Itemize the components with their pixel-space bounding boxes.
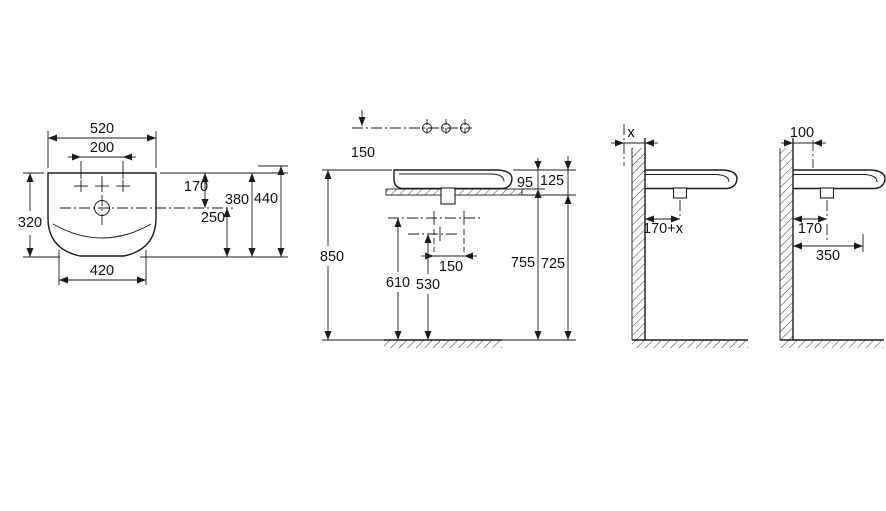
dim-rim-to-counter-top: 95 — [517, 158, 542, 191]
dim-front-centre-to-base: 250 — [201, 208, 231, 257]
dim-label: 200 — [90, 140, 114, 156]
dim-label: 530 — [416, 277, 440, 293]
wall-section-variable: x 170+x — [611, 124, 748, 348]
dim-label: 95 — [517, 175, 533, 191]
dim-label: 850 — [320, 249, 344, 265]
dim-front-mid-height: 380 — [225, 173, 256, 257]
dim-label: 725 — [541, 256, 565, 272]
floor-section — [632, 339, 748, 348]
dim-supply-spacing: 150 — [421, 229, 477, 275]
dim-front-rim-to-centre: 170 — [184, 173, 209, 208]
supply-axis — [388, 211, 480, 225]
dim-label: 380 — [225, 192, 249, 208]
basin-side-profile — [393, 169, 513, 205]
dim-wall-offset: x — [611, 125, 658, 147]
dim-counter-bottom-height: 725 — [541, 195, 572, 340]
tap-axis: 150 — [351, 110, 472, 161]
dim-rim-height: 850 — [320, 169, 392, 340]
dim-label: 520 — [90, 121, 114, 137]
wall-hatch — [779, 138, 794, 340]
wall-section-standard: 100 170 350 — [779, 125, 886, 348]
dim-label: 755 — [511, 255, 535, 271]
basin-profile — [793, 169, 886, 243]
dim-label: 440 — [254, 191, 278, 207]
dim-front-side-height: 320 — [18, 172, 60, 258]
front-view: 520 200 320 420 — [18, 121, 288, 285]
dim-front-tap-spacing: 200 — [68, 140, 136, 179]
floor-section — [780, 339, 884, 348]
dim-label: 125 — [540, 173, 564, 189]
dim-label: 420 — [90, 263, 114, 279]
waste-axis — [408, 227, 458, 241]
dim-waste-to-wall: 170 — [793, 215, 827, 237]
dim-label: 610 — [386, 275, 410, 291]
basin-profile — [645, 169, 738, 216]
floor-section — [322, 339, 576, 348]
dim-rim-to-counter-bottom: 125 — [540, 156, 572, 195]
dim-tap-to-wall: 100 — [781, 125, 826, 147]
dim-label: 250 — [201, 210, 225, 226]
dim-label: 170 — [798, 221, 822, 237]
dim-label: 170 — [184, 179, 208, 195]
waste-fitting — [819, 187, 835, 199]
waste-fitting — [672, 187, 688, 199]
dim-label: x — [627, 125, 635, 141]
dim-depth-to-wall: 350 — [793, 234, 864, 264]
dim-label: 150 — [439, 259, 463, 275]
waste-fitting — [440, 187, 456, 205]
dim-counter-top-height: 755 — [511, 189, 542, 340]
dim-supply-height: 610 — [386, 218, 410, 340]
dim-label: 100 — [790, 125, 814, 141]
dim-front-overall-height: 440 — [254, 166, 285, 257]
dim-waste-height: 530 — [416, 234, 440, 340]
dim-waste-to-wall: 170+x — [643, 215, 684, 237]
dim-label: 170+x — [643, 221, 684, 237]
dim-front-base-width: 420 — [58, 250, 147, 285]
dim-label: 350 — [816, 248, 840, 264]
basin-front-outline — [47, 172, 157, 257]
overflow-mark — [60, 176, 233, 225]
dim-label: 150 — [351, 145, 375, 161]
dim-front-overall-width: 520 — [47, 121, 157, 168]
dim-label: 320 — [18, 215, 42, 231]
wall-hatch — [631, 138, 646, 340]
side-view: 150 850 — [320, 110, 576, 348]
